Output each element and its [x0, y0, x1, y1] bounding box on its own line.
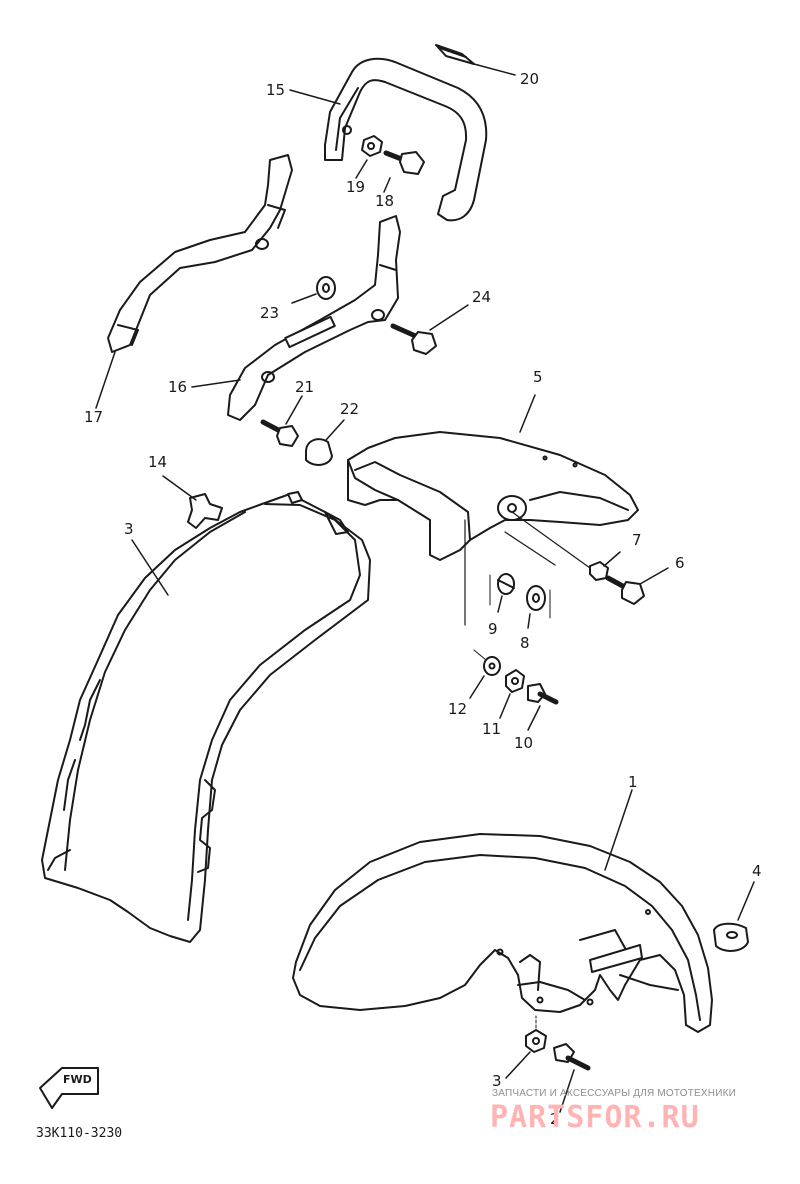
callout-6: 6	[675, 554, 685, 572]
part-23-washer	[292, 277, 335, 303]
callout-23: 23	[260, 304, 280, 322]
part-16-side-rail	[192, 216, 400, 420]
callout-15: 15	[266, 81, 286, 99]
part-7-nut	[590, 552, 620, 580]
watermark-tagline: ЗАПЧАСТИ И АКСЕССУАРЫ ДЛЯ МОТОТЕХНИКИ	[492, 1088, 737, 1099]
callout-10: 10	[514, 734, 534, 752]
callout-18: 18	[375, 192, 395, 210]
part-6-bolt	[608, 568, 668, 604]
callout-5: 5	[533, 368, 543, 386]
part-13-rear-fender	[42, 492, 370, 942]
callout-14: 14	[148, 453, 168, 471]
part-2-bolt	[554, 1044, 588, 1112]
fwd-arrow-icon	[40, 1068, 98, 1108]
part-9-spacer	[490, 574, 514, 612]
callout-12: 12	[448, 700, 468, 718]
part-18-bolt	[384, 152, 424, 192]
part-15-grab-bar	[290, 59, 486, 221]
watermark-brand: PARTSFOR.RU	[490, 1100, 700, 1135]
callout-1: 1	[628, 773, 638, 791]
part-5-rear-flap	[348, 395, 638, 625]
part-21-bolt	[263, 396, 302, 446]
callout-21: 21	[295, 378, 315, 396]
part-20-clip	[436, 45, 515, 75]
part-17-side-rail	[96, 155, 292, 408]
callout-22: 22	[340, 400, 360, 418]
part-8-washer	[527, 586, 550, 628]
callout-13: 3	[124, 520, 134, 538]
callout-3: 3	[492, 1072, 502, 1090]
callout-17: 17	[84, 408, 104, 426]
part-11-nut	[500, 670, 524, 718]
callout-9: 9	[488, 620, 498, 638]
part-1-front-fender	[293, 790, 712, 1032]
part-3-nut	[506, 1016, 546, 1078]
callout-19: 19	[346, 178, 366, 196]
callout-20: 20	[520, 70, 540, 88]
callout-8: 8	[520, 634, 530, 652]
callout-7: 7	[632, 531, 642, 549]
part-19-nut	[356, 136, 382, 178]
part-14-clip	[163, 476, 222, 528]
part-10-bolt	[528, 684, 556, 730]
callout-24: 24	[472, 288, 492, 306]
callout-2: 2	[550, 1110, 560, 1128]
callout-16: 16	[168, 378, 188, 396]
part-4-grommet	[714, 882, 754, 951]
part-24-bolt	[393, 305, 468, 354]
part-12-washer	[470, 650, 500, 698]
drawing-code: 33K110-3230	[36, 1126, 123, 1141]
fwd-label: FWD	[63, 1073, 92, 1086]
callout-4: 4	[752, 862, 762, 880]
part-22-cap-nut	[306, 420, 344, 465]
callout-11: 11	[482, 720, 502, 738]
